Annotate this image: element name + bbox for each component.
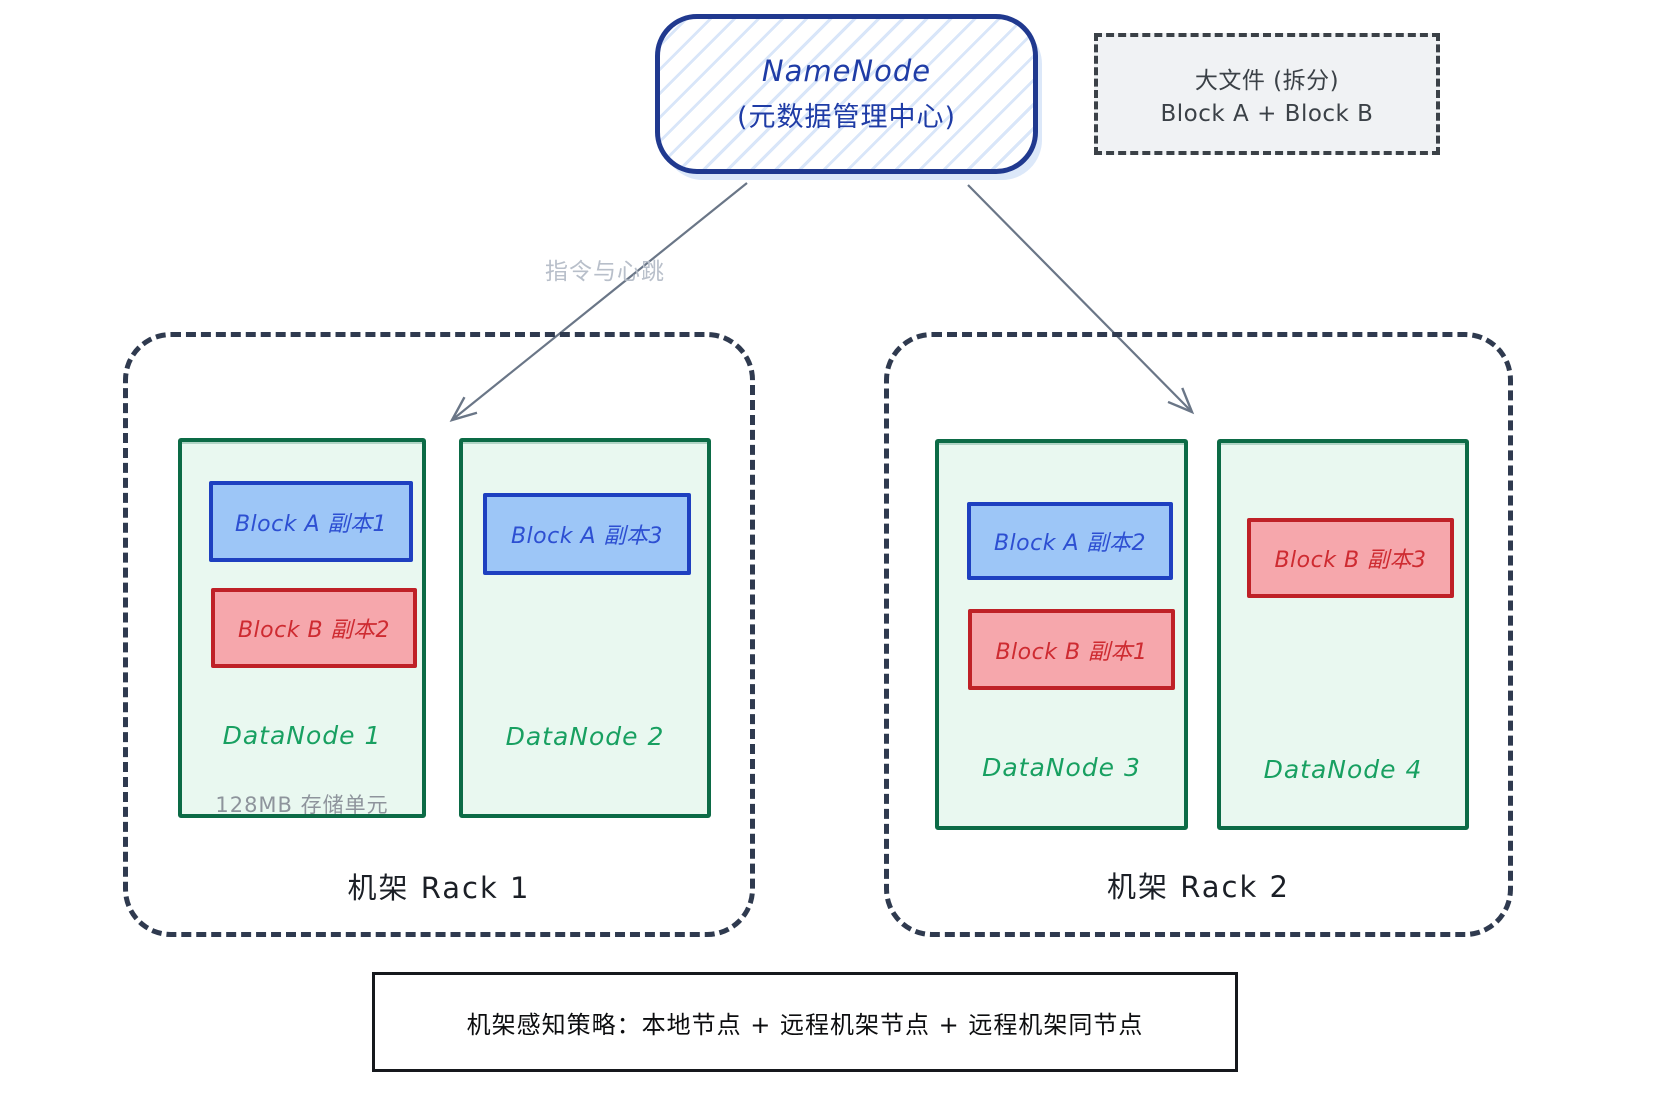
datanode-2-label: DataNode 2 bbox=[505, 722, 665, 751]
heartbeat-label: 指令与心跳 bbox=[545, 259, 665, 285]
datanode-3-label: DataNode 3 bbox=[982, 753, 1141, 782]
namenode-title: NameNode bbox=[761, 54, 932, 88]
namenode-subtitle: (元数据管理中心) bbox=[736, 102, 957, 133]
rack-2-label: 机架 Rack 2 bbox=[1107, 870, 1290, 904]
block-b-replica-1: Block B 副本1 bbox=[968, 609, 1175, 690]
datanode-4-label: DataNode 4 bbox=[1263, 755, 1423, 784]
rack-awareness-strategy-text: 机架感知策略：本地节点 + 远程机架节点 + 远程机架同节点 bbox=[466, 1010, 1144, 1039]
datanode-1-label: DataNode 1 bbox=[222, 721, 382, 750]
block-b-replica-2: Block B 副本2 bbox=[211, 588, 417, 668]
big-file-box: 大文件 (拆分) Block A + Block B bbox=[1094, 33, 1440, 155]
big-file-line1: 大文件 (拆分) bbox=[1194, 68, 1340, 94]
datanode-1: Block A 副本1 Block B 副本2 DataNode 1 128MB… bbox=[178, 438, 426, 818]
rack-1-label: 机架 Rack 1 bbox=[347, 871, 531, 905]
block-a-replica-3: Block A 副本3 bbox=[483, 493, 691, 575]
datanode-4: Block B 副本3 DataNode 4 bbox=[1217, 439, 1469, 830]
rack-awareness-strategy-box: 机架感知策略：本地节点 + 远程机架节点 + 远程机架同节点 bbox=[372, 972, 1238, 1072]
datanode-3: Block A 副本2 Block B 副本1 DataNode 3 bbox=[935, 439, 1188, 830]
big-file-line2: Block A + Block B bbox=[1160, 101, 1374, 127]
block-a-replica-1: Block A 副本1 bbox=[209, 481, 413, 562]
block-a-replica-2: Block A 副本2 bbox=[967, 502, 1173, 580]
rack-1: Block A 副本1 Block B 副本2 DataNode 1 128MB… bbox=[123, 332, 755, 937]
namenode-box: NameNode (元数据管理中心) bbox=[655, 14, 1038, 174]
block-b-replica-3: Block B 副本3 bbox=[1247, 518, 1454, 598]
rack-2: Block A 副本2 Block B 副本1 DataNode 3 Block… bbox=[884, 332, 1513, 937]
datanode-2: Block A 副本3 DataNode 2 bbox=[459, 438, 711, 818]
datanode-1-note: 128MB 存储单元 bbox=[215, 793, 389, 817]
